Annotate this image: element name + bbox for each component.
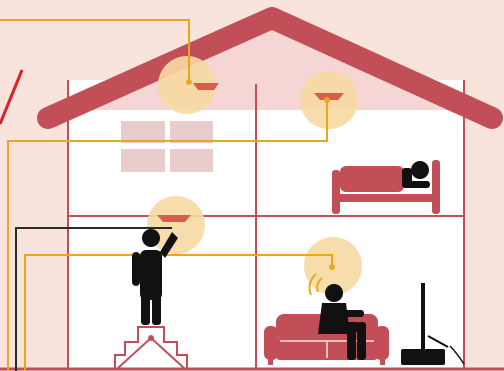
smoke-detector-icon: [157, 215, 191, 222]
red-accent-line: [0, 70, 22, 124]
